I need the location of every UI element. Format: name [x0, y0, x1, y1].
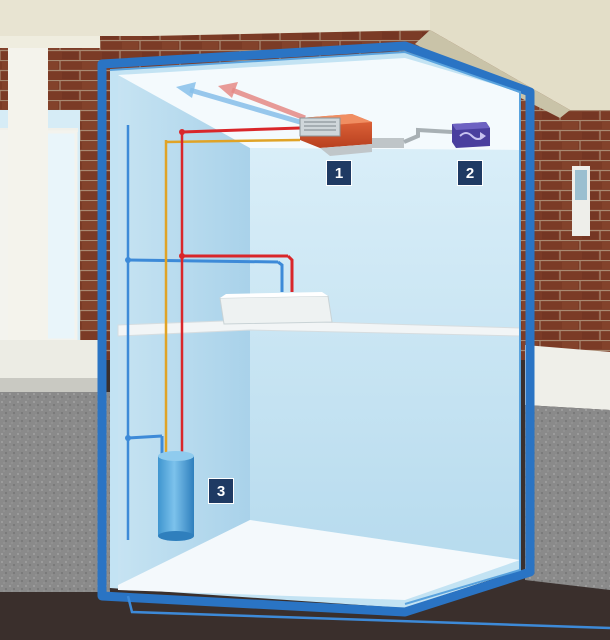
control-switch-icon: [452, 122, 490, 148]
heat-recovery-unit: [299, 114, 404, 156]
callout-label-2: 2: [465, 164, 475, 182]
ceiling: [118, 58, 520, 150]
callout-label-3: 3: [216, 482, 226, 500]
porch-column: [8, 36, 48, 346]
service-line: [126, 595, 610, 630]
vent-arrows: [176, 82, 306, 125]
back-wall: [250, 148, 520, 560]
foundation-left: [0, 392, 110, 592]
floor: [118, 520, 520, 600]
control-cable: [403, 127, 453, 144]
callout-label-1: 1: [334, 164, 344, 182]
cold-water-branch: [127, 258, 279, 264]
sink: [219, 295, 333, 325]
cutaway-frame: [97, 41, 535, 617]
eave: [0, 0, 430, 36]
foundation-band: [525, 345, 610, 410]
foundation-right: [525, 405, 610, 590]
callout-badge-1: 1: [327, 161, 351, 185]
water-heater-tank: [158, 451, 194, 541]
callout-badge-3: 3: [209, 479, 233, 503]
callout-badge-2: 2: [458, 161, 482, 185]
